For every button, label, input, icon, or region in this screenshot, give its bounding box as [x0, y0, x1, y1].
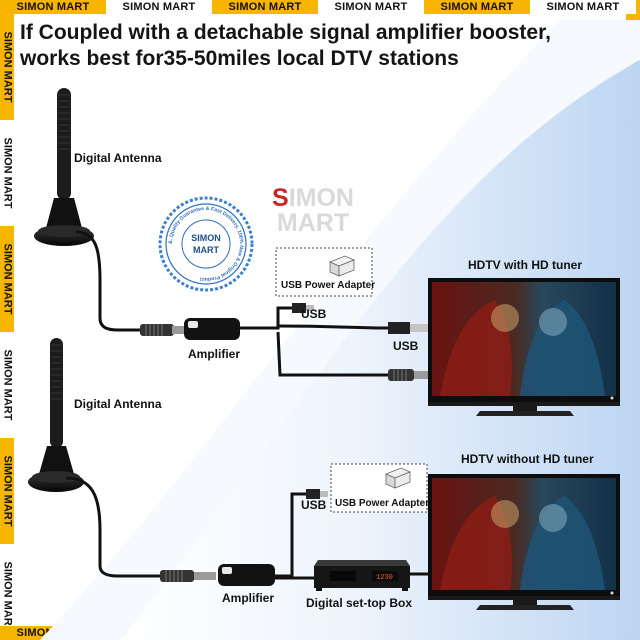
simon-mart-logo: SIMON MART — [258, 186, 368, 236]
background-sweep-light — [40, 20, 640, 640]
tv-top-device — [428, 278, 620, 416]
coax-connector-top-tv — [388, 369, 428, 381]
set-top-box-display: 1230 — [376, 574, 393, 582]
label-usb-power-adapter-bottom: USB Power Adapter — [335, 498, 430, 509]
label-tv-top: HDTV with HD tuner — [468, 258, 582, 272]
usb-plug-top-small — [292, 303, 314, 313]
watermark-tile: SIMON MART — [106, 0, 212, 14]
usb-plug-bottom — [306, 489, 328, 499]
amplifier-bottom-brand: Ceewei — [233, 569, 254, 575]
watermark-tile: SIMON MART — [0, 438, 14, 544]
label-tv-bottom: HDTV without HD tuner — [461, 452, 594, 466]
amplifier-top-device — [184, 318, 240, 340]
seal-center-line2: MART — [193, 245, 219, 255]
label-usb-power-adapter-top: USB Power Adapter — [281, 280, 376, 291]
antenna-bottom-icon — [28, 338, 84, 492]
seal-center-line1: SIMON — [191, 233, 221, 243]
watermark-tile: SIMON MART — [530, 0, 636, 14]
headline-line-1: If Coupled with a detachable signal ampl… — [20, 21, 551, 44]
tv-bottom-device — [428, 474, 620, 610]
amplifier-top-brand: Ceewei — [199, 323, 220, 329]
watermark-tile: SIMON MART — [0, 332, 14, 438]
usb-plug-top-tv — [388, 322, 428, 334]
label-set-top-box: Digital set-top Box — [306, 596, 413, 610]
label-antenna-top: Digital Antenna — [74, 151, 162, 165]
watermark-tile: SIMON MART — [318, 0, 424, 14]
logo-line1-rest: IMON — [288, 184, 354, 212]
usb-power-adapter-bottom-box — [330, 463, 428, 513]
watermark-tile: SIMON MART — [636, 0, 640, 14]
amplifier-bottom-device — [218, 564, 275, 586]
set-top-box-device — [314, 560, 410, 591]
logo-line2: MART — [276, 209, 350, 237]
watermark-tile: SIMON MART — [0, 544, 14, 626]
label-amplifier-bottom: Amplifier — [222, 591, 275, 605]
headline: If Coupled with a detachable signal ampl… — [20, 20, 620, 72]
watermark-tile: SIMON MART — [0, 0, 106, 14]
logo-s-letter: S — [272, 184, 289, 212]
watermark-tile: SIMON MART — [0, 226, 14, 332]
watermark-tile: SIMON MART — [424, 0, 530, 14]
label-usb-top-inner: USB — [301, 307, 327, 321]
cables — [65, 230, 430, 580]
label-usb-top-tv: USB — [393, 339, 419, 353]
label-antenna-bottom: Digital Antenna — [74, 397, 162, 411]
headline-line-2: works best for35-50miles local DTV stati… — [20, 47, 459, 70]
label-amplifier-top: Amplifier — [188, 347, 241, 361]
label-usb-bottom: USB — [301, 498, 327, 512]
antenna-top-icon — [34, 88, 94, 246]
usb-power-adapter-top-box — [275, 247, 373, 297]
watermark-tile: SIMON MART — [212, 0, 318, 14]
watermark-tile: SIMON MART — [0, 120, 14, 226]
watermark-tile: SIMON MART — [0, 14, 14, 120]
coax-connector-top-amp — [140, 324, 184, 336]
coax-connector-bottom-amp — [160, 570, 216, 582]
quality-seal-icon — [158, 196, 254, 292]
